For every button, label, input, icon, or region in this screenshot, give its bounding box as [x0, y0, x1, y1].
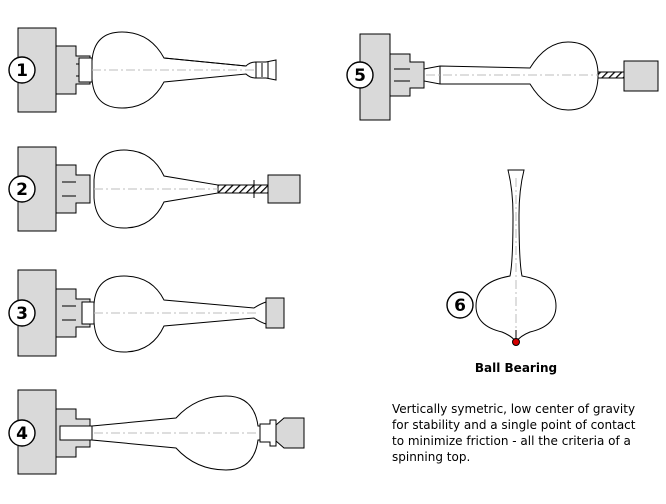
step-1 — [17, 27, 277, 113]
step-3-number: 3 — [16, 304, 28, 324]
collar-piece — [81, 301, 95, 325]
step-5 — [359, 33, 659, 121]
step-5-number: 5 — [354, 66, 366, 86]
step-2 — [17, 146, 301, 232]
tail-fixture — [255, 59, 277, 81]
tailstock-block — [275, 417, 305, 449]
tailstock-block — [267, 174, 301, 204]
collar-piece — [59, 425, 93, 441]
description-text: Vertically symetric, low center of gravi… — [392, 402, 636, 464]
glass-blank — [93, 275, 267, 353]
collar-piece — [78, 57, 93, 83]
step-4-badge — [8, 419, 36, 447]
tailstock-block — [265, 297, 285, 329]
step-1-number: 1 — [16, 61, 28, 81]
step-3-badge — [8, 299, 36, 327]
step-6 — [475, 169, 557, 346]
ball-bearing-label: Ball Bearing — [475, 361, 557, 375]
step-4-number: 4 — [16, 424, 28, 444]
glass-blank — [423, 41, 599, 111]
step-3 — [17, 269, 285, 357]
threaded-rod — [217, 184, 269, 194]
step-4 — [17, 389, 305, 475]
step-2-badge — [8, 175, 36, 203]
step-6-number: 6 — [454, 296, 466, 316]
tail-fixture — [259, 419, 277, 447]
lathe-chuck — [55, 288, 91, 338]
tailstock-block — [623, 60, 659, 92]
step-6-badge — [446, 291, 474, 319]
step-1-badge — [8, 56, 36, 84]
step-2-number: 2 — [16, 180, 28, 200]
threaded-rod — [597, 71, 625, 79]
lathe-chuck — [389, 53, 425, 97]
ball-bearing — [512, 338, 520, 346]
step-5-badge — [346, 61, 374, 89]
lathe-chuck — [55, 164, 91, 214]
